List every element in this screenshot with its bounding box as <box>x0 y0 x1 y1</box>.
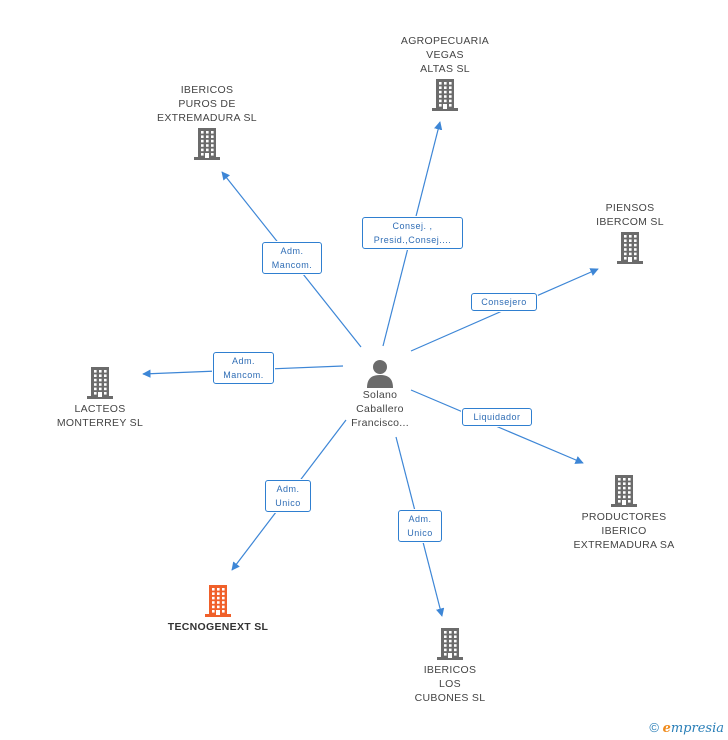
building-icon <box>150 584 286 618</box>
company-name: IBERICOS LOS CUBONES SL <box>414 664 486 704</box>
company-node-lacteos-monterrey[interactable]: LACTEOS MONTERREY SL <box>40 364 160 430</box>
company-name: AGROPECUARIA VEGAS ALTAS SL <box>400 35 490 75</box>
building-icon <box>580 231 680 265</box>
company-node-ibericos-puros[interactable]: IBERICOS PUROS DE EXTREMADURA SL <box>140 83 274 163</box>
building-icon <box>395 627 505 661</box>
role-label[interactable]: Adm. Unico <box>265 480 311 512</box>
role-label[interactable]: Consej. , Presid.,Consej.... <box>362 217 463 249</box>
person-icon <box>367 360 393 388</box>
building-icon <box>385 78 505 112</box>
person-node[interactable]: Solano Caballero Francisco... <box>330 358 430 430</box>
building-icon <box>558 474 690 508</box>
edge-productores <box>410 389 584 464</box>
building-icon <box>140 127 274 161</box>
building-icon <box>40 366 160 400</box>
role-label[interactable]: Adm. Unico <box>398 510 442 542</box>
role-label[interactable]: Adm. Mancom. <box>262 242 322 274</box>
company-node-agropecuaria[interactable]: AGROPECUARIA VEGAS ALTAS SL <box>385 34 505 114</box>
company-node-tecnogenext[interactable]: TECNOGENEXT SL <box>150 582 286 634</box>
role-label[interactable]: Adm. Mancom. <box>213 352 274 384</box>
role-label[interactable]: Consejero <box>471 293 537 311</box>
company-name: IBERICOS PUROS DE EXTREMADURA SL <box>157 84 257 124</box>
company-node-piensos-ibercom[interactable]: PIENSOS IBERCOM SL <box>580 201 680 267</box>
company-name: PRODUCTORES IBERICO EXTREMADURA SA <box>573 511 675 551</box>
company-name: PIENSOS IBERCOM SL <box>596 202 664 228</box>
copyright-symbol: © <box>649 720 659 735</box>
copyright: © empresia <box>649 720 724 736</box>
empresia-logo: empresia <box>662 721 724 736</box>
company-name: LACTEOS MONTERREY SL <box>56 403 144 429</box>
company-node-ibericos-cubones[interactable]: IBERICOS LOS CUBONES SL <box>395 625 505 705</box>
company-node-productores-iberico[interactable]: PRODUCTORES IBERICO EXTREMADURA SA <box>558 472 690 552</box>
company-name: TECNOGENEXT SL <box>167 621 269 633</box>
person-name: Solano Caballero Francisco... <box>351 389 409 429</box>
role-label[interactable]: Liquidador <box>462 408 532 426</box>
